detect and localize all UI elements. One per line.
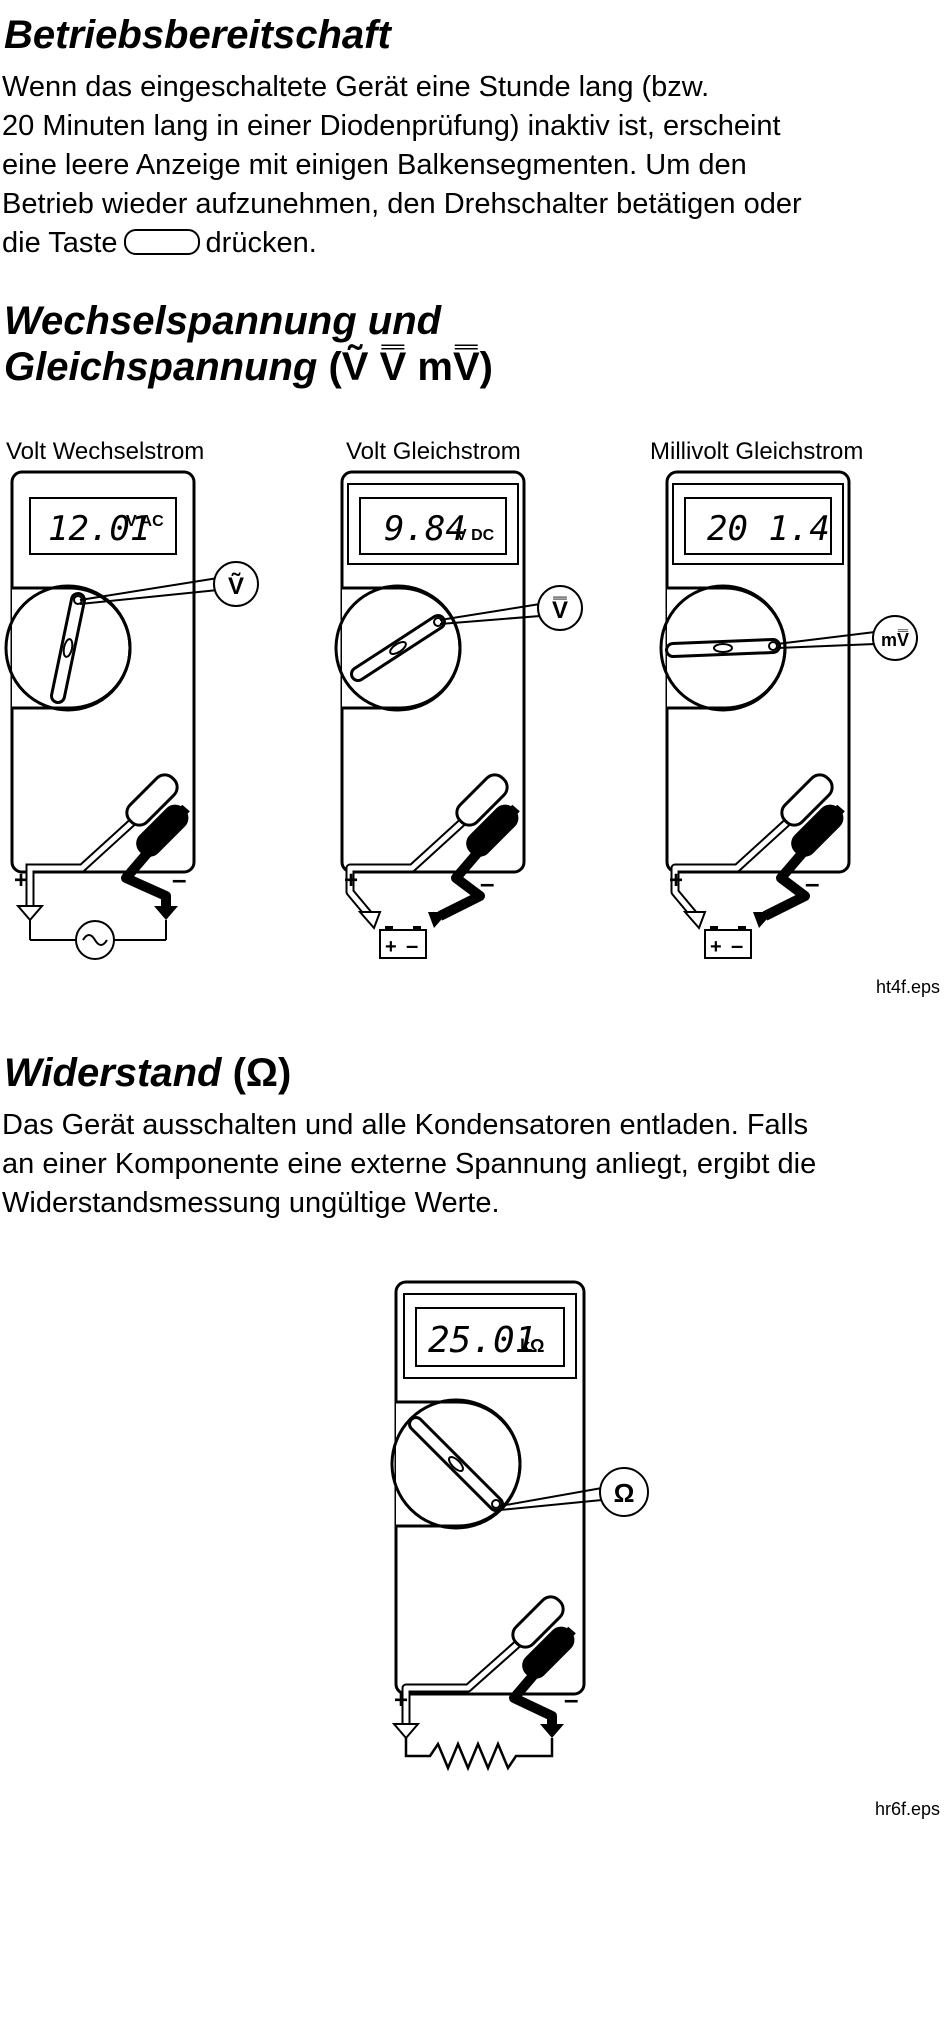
meter-4-dial <box>390 1398 522 1530</box>
meter-4-minus: – <box>564 1684 578 1714</box>
omega-icon: Ω <box>614 1478 635 1508</box>
blank-button-icon <box>123 229 200 255</box>
battery-minus: – <box>406 933 418 958</box>
meter-3-minus: – <box>805 868 819 898</box>
resistance-line-2: an einer Komponente eine externe Spannun… <box>2 1148 817 1180</box>
resistance-heading: Widerstand (Ω) <box>4 1050 291 1096</box>
meter-2-dial-symbol: V̿ <box>552 597 568 624</box>
resistor-icon <box>404 1738 554 1772</box>
meter-4-unit: kΩ <box>520 1336 544 1356</box>
meter-3-dial-callout <box>872 615 918 661</box>
resistance-paragraph: Das Gerät ausschalten und alle Kondensat… <box>2 1106 942 1223</box>
standby-line-3: eine leere Anzeige mit einigen Balkenseg… <box>2 149 747 181</box>
standby-line-5-start: die Taste <box>2 227 118 259</box>
meter-1-caption: Volt Wechselstrom <box>6 438 205 465</box>
meter-1-dial <box>4 584 132 712</box>
figure-id-ht4f: ht4f.eps <box>875 977 940 997</box>
meter-2-display <box>359 497 507 555</box>
meter-2-caption: Volt Gleichstrom <box>346 438 521 465</box>
meter-1-unit: V AC <box>126 513 164 530</box>
meter-3-caption: Millivolt Gleichstrom <box>650 438 864 465</box>
standby-line-4: Betrieb wieder aufzunehmen, den Drehscha… <box>2 188 802 220</box>
standby-line-1: Wenn das eingeschaltete Gerät eine Stund… <box>2 71 710 103</box>
standby-line-2: 20 Minuten lang in einer Diodenprüfung) … <box>2 110 781 142</box>
voltage-heading-symbols: (Ṽ V̿ mV̿) <box>328 345 493 389</box>
meter-2-reading: 9.84 <box>384 509 466 549</box>
battery-plus: + <box>385 936 397 958</box>
meter-2-plus: + <box>344 867 358 894</box>
meter-3-plus: + <box>669 867 683 894</box>
resistance-heading-text: Widerstand <box>4 1051 222 1095</box>
resistance-line-1: Das Gerät ausschalten und alle Kondensat… <box>2 1109 809 1141</box>
meter-1-plus: + <box>14 867 28 894</box>
meter-4-reading: 25.01 <box>428 1320 536 1361</box>
meter-1-dial-symbol: Ṽ <box>228 572 244 600</box>
meter-3-reading: 20 1.4 <box>707 509 830 549</box>
standby-heading: Betriebsbereitschaft <box>4 13 391 57</box>
meter-4-plus: + <box>394 1687 408 1714</box>
battery-2-plus: + <box>710 936 722 958</box>
battery-2-minus: – <box>731 933 743 958</box>
figure-id-hr6f: hr6f.eps <box>874 1799 940 1819</box>
resistance-line-3: Widerstandsmessung ungültige Werte. <box>2 1187 500 1219</box>
standby-line-5-end: drücken. <box>205 227 317 259</box>
voltage-heading-line-1: Wechselspannung und <box>4 299 442 343</box>
meter-1-reading: 12.01 <box>48 509 150 549</box>
battery-icon-2 <box>704 929 752 959</box>
meter-1-dial-callout <box>213 561 259 607</box>
meter-ac-volts: 12.01 V AC Ṽ + – <box>4 470 259 960</box>
meter-4-display <box>415 1307 565 1367</box>
standby-paragraph: Wenn das eingeschaltete Gerät eine Stund… <box>2 68 942 263</box>
meter-3-dial-symbol: mV̿ <box>881 629 909 650</box>
meter-2-minus: – <box>480 868 494 898</box>
voltage-heading: Wechselspannung und Gleichspannung (Ṽ V̿… <box>4 298 493 390</box>
meter-2-dial-callout <box>537 585 583 631</box>
resistance-heading-symbol: (Ω) <box>232 1051 292 1095</box>
meter-3-display <box>684 497 832 555</box>
meter-1-display <box>29 497 177 555</box>
meter-1-minus: – <box>172 864 186 894</box>
meter-2-unit: V DC <box>456 527 495 544</box>
meter-resistance: 25.01 kΩ Ω + – <box>390 1280 649 1772</box>
meter-4-dial-callout <box>599 1467 649 1517</box>
voltage-heading-line-2: Gleichspannung <box>4 345 318 389</box>
battery-icon <box>379 929 427 959</box>
meter-dc-volts: 9.84 V DC V̿ + – + – <box>334 470 583 959</box>
meter-2-dial <box>334 584 462 712</box>
standby-line-5: die Taste drücken. <box>2 224 942 263</box>
meter-dc-millivolts: 20 1.4 mV̿ + – + – <box>659 470 918 959</box>
